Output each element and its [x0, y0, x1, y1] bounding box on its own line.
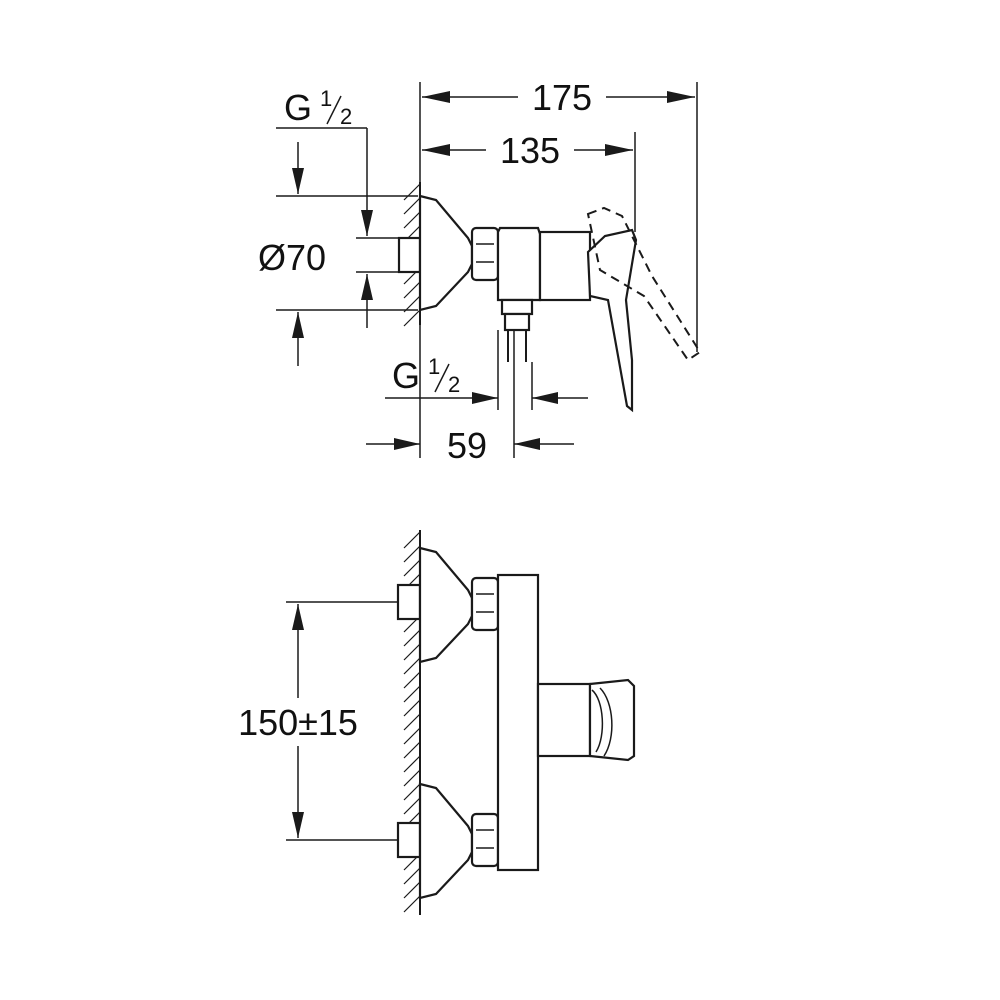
dim-150: 150±15: [238, 601, 398, 841]
side-flange: [418, 194, 474, 312]
side-lever-open-dashed: [586, 206, 702, 362]
thread-outlet-callout: G 1 2: [385, 330, 588, 410]
dim-diameter-70-label: Ø70: [258, 237, 326, 278]
dim-59-label: 59: [447, 425, 487, 466]
thread-top-numerator: 1: [320, 86, 332, 111]
front-mixer-bar: [496, 573, 540, 872]
dim-175-label: 175: [532, 77, 592, 118]
front-lower-connection: [396, 782, 500, 900]
dim-diameter-70: Ø70: [258, 142, 418, 366]
thread-top-denominator: 2: [340, 104, 352, 129]
thread-outlet-letter: G: [392, 355, 420, 396]
side-mixer-body: [496, 226, 542, 302]
dim-59: 59: [366, 325, 574, 466]
dim-175: 175: [419, 77, 698, 352]
dim-150-label: 150±15: [238, 702, 358, 743]
side-inlet-stub: [397, 236, 422, 274]
dim-135-label: 135: [500, 130, 560, 171]
front-view: 150±15: [238, 530, 636, 915]
front-upper-connection: [396, 546, 500, 664]
side-hex-nut: [470, 226, 500, 282]
front-lever: [536, 678, 636, 762]
thread-top-letter: G: [284, 87, 312, 128]
thread-top-callout: G 1 2: [276, 86, 400, 328]
side-outlet: [500, 298, 534, 316]
side-lever: [586, 228, 638, 413]
side-view: 175 135 G 1 2: [258, 77, 702, 466]
dim-135: 135: [422, 130, 636, 232]
thread-outlet-denominator: 2: [448, 372, 460, 397]
thread-outlet-numerator: 1: [428, 354, 440, 379]
